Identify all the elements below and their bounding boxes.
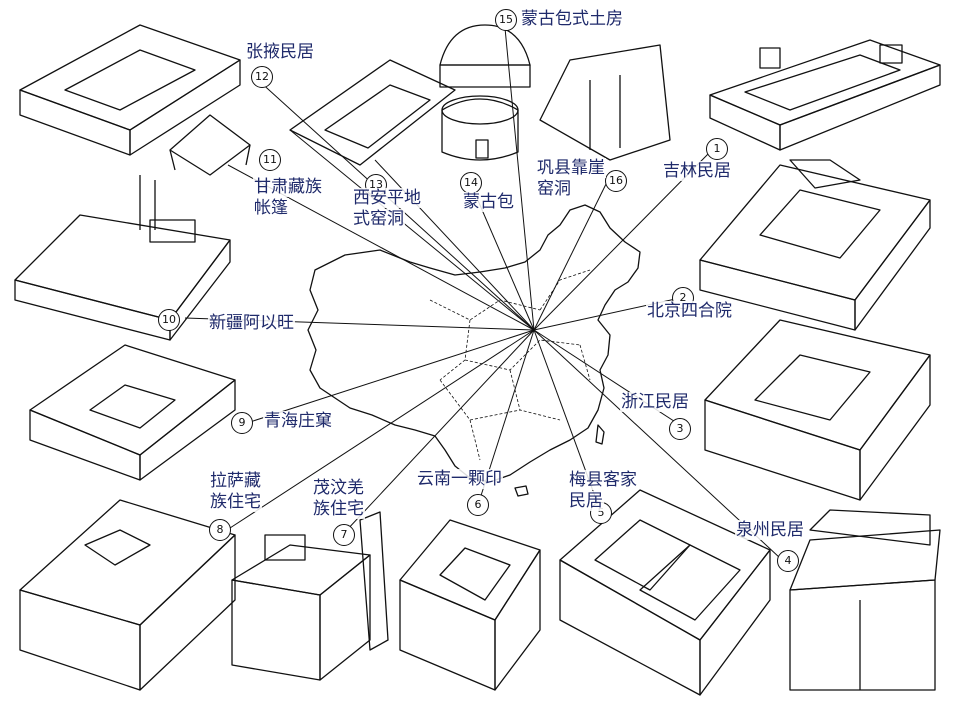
- house-number-10: 10: [158, 309, 180, 331]
- house-number-16: 16: [605, 170, 627, 192]
- house-jilin-drawing: [709, 39, 941, 151]
- label-jilin: 吉林民居: [662, 161, 732, 181]
- label-beijing: 北京四合院: [646, 301, 733, 321]
- label-maowen-line1: 茂汶羌: [312, 478, 365, 498]
- province-lines: [429, 269, 591, 461]
- house-yurt-drawing: [441, 95, 519, 161]
- label-lhasa-line1: 拉萨藏: [209, 471, 262, 491]
- label-yunnan: 云南一颗印: [416, 469, 503, 489]
- label-meixian-line2: 民居: [568, 491, 604, 511]
- label-quanzhou: 泉州民居: [735, 520, 805, 540]
- house-number-15: 15: [495, 9, 517, 31]
- house-zhangye-drawing: [19, 24, 241, 156]
- label-zhangye: 张掖民居: [245, 42, 315, 62]
- house-qinghai-drawing: [29, 344, 236, 481]
- label-maowen-line2: 族住宅: [312, 499, 365, 519]
- house-number-14: 14: [460, 172, 482, 194]
- house-number-8: 8: [209, 519, 231, 541]
- house-number-1: 1: [706, 138, 728, 160]
- house-meixian-drawing: [559, 489, 771, 696]
- label-gongxian-line1: 巩县靠崖: [536, 158, 606, 178]
- china-map-outline: [307, 204, 641, 483]
- label-qinghai: 青海庄窠: [263, 411, 333, 431]
- label-yurt-adobe: 蒙古包式土房: [520, 9, 624, 29]
- house-gansu-tent-drawing: [169, 114, 251, 176]
- house-quanzhou-drawing: [789, 509, 941, 691]
- hainan-outline: [514, 485, 529, 497]
- label-xian-line2: 式窑洞: [352, 209, 405, 229]
- house-maowen-drawing: [231, 511, 389, 681]
- house-number-6: 6: [467, 494, 489, 516]
- label-xinjiang: 新疆阿以旺: [208, 313, 295, 333]
- label-zhejiang: 浙江民居: [620, 392, 690, 412]
- label-lhasa-line2: 族住宅: [209, 492, 262, 512]
- label-gansu-line1: 甘肃藏族: [253, 177, 323, 197]
- house-number-3: 3: [669, 418, 691, 440]
- house-xian-yaodong-drawing: [289, 59, 456, 166]
- house-gongxian-drawing: [539, 44, 671, 161]
- house-number-7: 7: [333, 524, 355, 546]
- label-xian-line1: 西安平地: [352, 188, 422, 208]
- house-number-9: 9: [231, 412, 253, 434]
- house-lhasa-drawing: [19, 499, 236, 691]
- house-yurt-adobe-drawing: [439, 24, 531, 88]
- label-yurt: 蒙古包: [462, 192, 515, 212]
- house-yunnan-drawing: [399, 519, 541, 691]
- house-zhejiang-drawing: [704, 319, 931, 501]
- taiwan-outline: [595, 424, 605, 445]
- label-gansu-line2: 帐篷: [253, 198, 289, 218]
- label-meixian-line1: 梅县客家: [568, 470, 638, 490]
- house-xinjiang-drawing: [14, 175, 231, 341]
- house-number-11: 11: [259, 149, 281, 171]
- house-number-4: 4: [777, 550, 799, 572]
- label-gongxian-line2: 窑洞: [536, 179, 572, 199]
- house-beijing-drawing: [699, 159, 931, 331]
- house-number-12: 12: [251, 66, 273, 88]
